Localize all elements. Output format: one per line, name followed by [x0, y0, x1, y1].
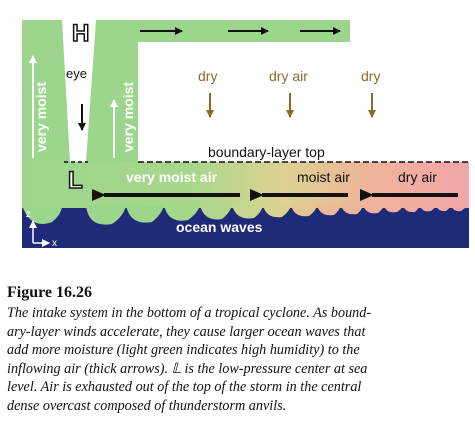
caption-line: add more moisture (light green indicates…	[7, 342, 360, 358]
ocean-wave-bumps	[22, 205, 469, 225]
dry-label-1: dry	[198, 68, 217, 84]
low-pressure-label: L	[68, 167, 83, 194]
figure-caption: Figure 16.26 The intake system in the bo…	[7, 284, 469, 415]
high-pressure-label: H	[72, 20, 89, 47]
caption-line: dense overcast composed of thunderstorm …	[7, 397, 287, 414]
eye-label: eye	[66, 66, 87, 81]
caption-line: level. Air is exhausted out of the top o…	[7, 379, 362, 395]
caption-line: inflowing air (thick arrows). 𝕃 is the l…	[7, 360, 368, 377]
ocean-waves-label: ocean waves	[176, 219, 263, 235]
caption-line: The intake system in the bottom of a tro…	[7, 305, 372, 321]
dry-air-inflow-label: dry air	[398, 169, 437, 185]
subsidence-arrows	[206, 93, 376, 118]
dry-label-3: dry	[361, 68, 380, 84]
moist-air-label: moist air	[297, 169, 350, 185]
caption-line: ary-layer winds accelerate, they cause l…	[7, 323, 366, 340]
very-moist-left-label: very moist	[33, 82, 49, 152]
x-axis-label: x	[52, 238, 57, 249]
boundary-layer-top-label: boundary-layer top	[208, 144, 325, 160]
figure-text: The intake system in the bottom of a tro…	[7, 304, 469, 415]
very-moist-right-label: very moist	[120, 82, 136, 152]
z-axis-label: z	[26, 209, 31, 220]
axes-indicator	[29, 220, 50, 247]
very-moist-air-label: very moist air	[126, 169, 218, 185]
dry-air-label-2: dry air	[269, 68, 308, 84]
tropical-cyclone-intake-diagram: H L eye very moist very moist dry dry ai…	[22, 19, 469, 249]
figure-title: Figure 16.26	[7, 284, 93, 301]
